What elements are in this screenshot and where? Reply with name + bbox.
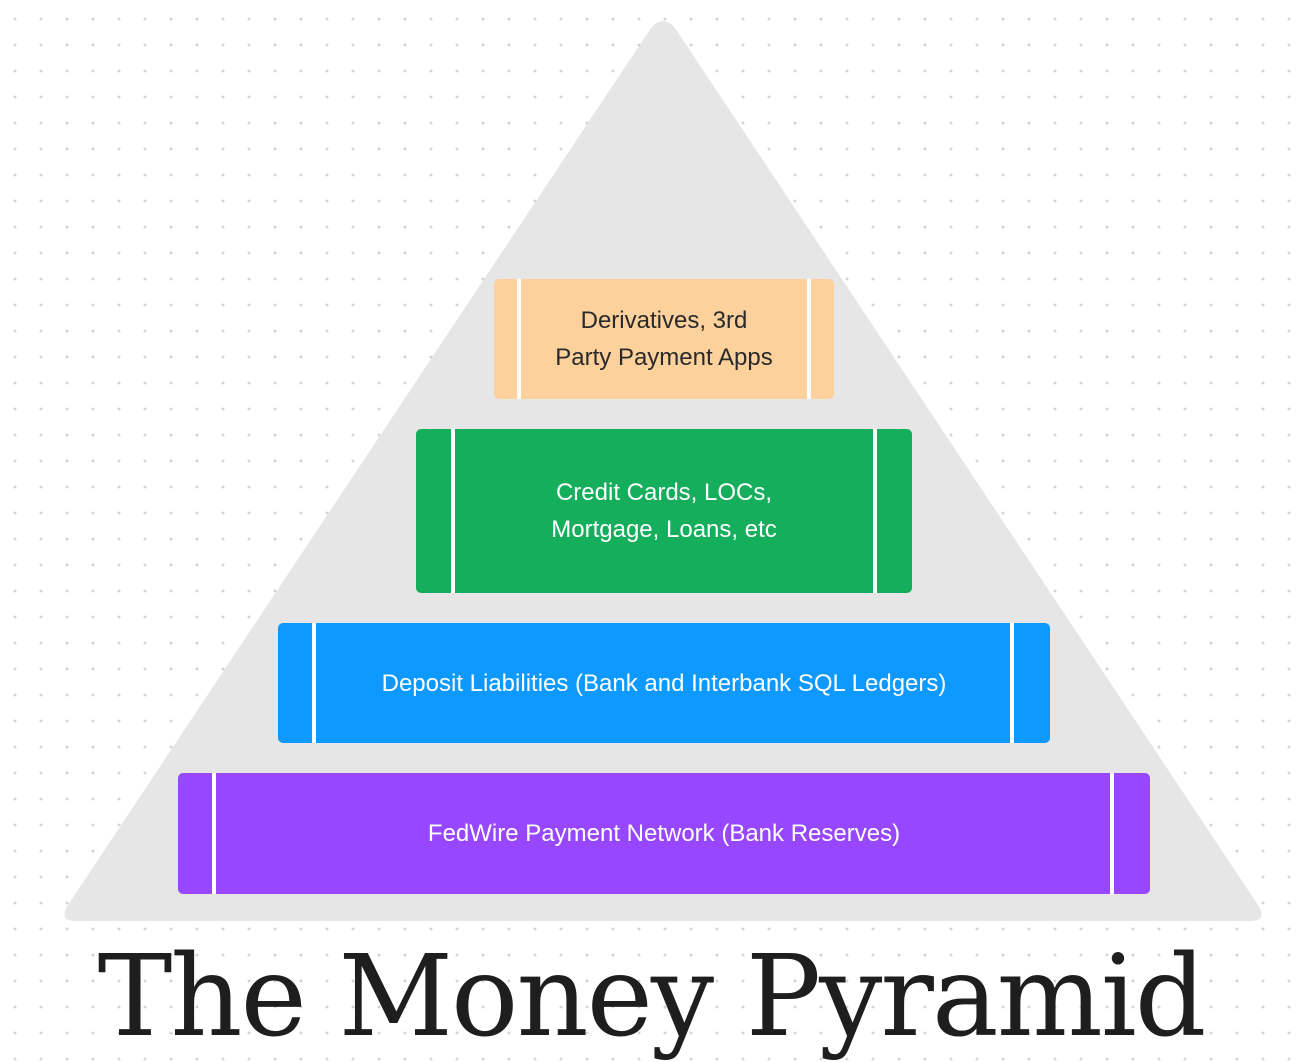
tier-label: Deposit Liabilities (Bank and Interbank … <box>381 669 947 697</box>
tier-right-stripe <box>873 429 877 593</box>
tier-left-stripe <box>451 429 455 593</box>
pyramid-tier-credit[interactable]: Credit Cards, LOCs, Mortgage, Loans, etc <box>416 429 912 593</box>
tier-right-stripe <box>807 279 811 399</box>
tier-right-stripe <box>1010 623 1014 743</box>
tier-left-stripe <box>212 773 216 894</box>
pyramid-tier-fedwire[interactable]: FedWire Payment Network (Bank Reserves) <box>178 773 1150 894</box>
tier-label: FedWire Payment Network (Bank Reserves) <box>427 820 901 847</box>
tier-left-stripe <box>517 279 521 399</box>
tier-label: Credit Cards, LOCs, Mortgage, Loans, etc <box>551 479 777 543</box>
tier-left-stripe <box>312 623 316 743</box>
pyramid-tier-derivatives[interactable]: Derivatives, 3rd Party Payment Apps <box>494 279 834 399</box>
pyramid-tier-deposit-liabilities[interactable]: Deposit Liabilities (Bank and Interbank … <box>278 623 1050 743</box>
page-title: The Money Pyramid <box>97 932 1207 1062</box>
tier-right-stripe <box>1110 773 1114 894</box>
tier-label: Derivatives, 3rd Party Payment Apps <box>555 307 773 371</box>
